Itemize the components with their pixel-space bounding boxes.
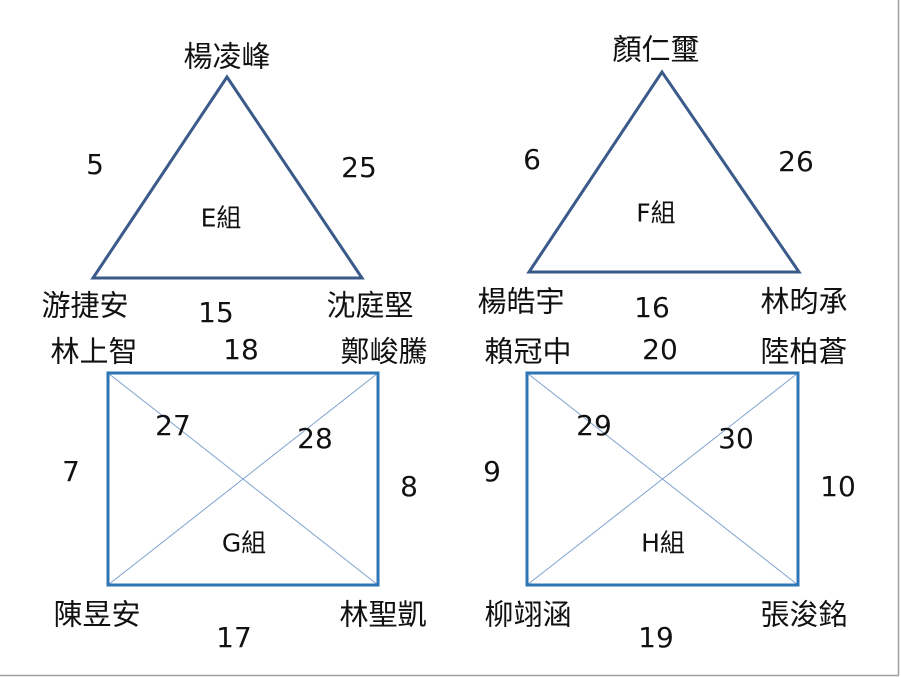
group-h-label: H組: [641, 528, 685, 558]
group-g-match-diagonal-b: 28: [297, 422, 333, 455]
group-g-label: G組: [221, 528, 267, 558]
group-e-triangle: [90, 74, 365, 280]
group-e-match-bottom: 15: [198, 296, 234, 329]
group-f-match-right: 26: [778, 145, 814, 178]
group-h-player-top-left: 賴冠中: [484, 334, 572, 369]
group-g-match-left: 7: [62, 455, 80, 488]
group-h-player-top-right: 陸柏蒼: [760, 334, 848, 369]
group-h-player-bottom-right: 張浚銘: [760, 597, 848, 632]
group-e-match-left: 5: [86, 148, 104, 181]
group-g-match-diagonal-a: 27: [155, 409, 191, 442]
group-e-match-right: 25: [341, 151, 377, 184]
group-g-match-right: 8: [400, 470, 418, 503]
group-h-rectangle: [525, 371, 800, 587]
group-g-diagonal-b: [107, 372, 379, 586]
group-h-match-diagonal-a: 29: [576, 409, 612, 442]
group-g-rectangle: [106, 371, 380, 587]
group-f-triangle: [526, 69, 802, 274]
group-h-diagonal-b: [526, 372, 799, 586]
group-h-match-left: 9: [483, 455, 501, 488]
group-e-player-bottom-right: 沈庭堅: [326, 288, 414, 323]
group-h-match-top: 20: [642, 333, 678, 366]
group-e-player-top: 楊凌峰: [183, 39, 271, 74]
group-h-player-bottom-left: 柳翊涵: [484, 597, 572, 632]
group-e-label: E組: [200, 203, 242, 233]
group-h-match-diagonal-b: 30: [718, 422, 754, 455]
group-f-match-left: 6: [523, 143, 541, 176]
group-g-match-bottom: 17: [216, 621, 252, 654]
group-g-player-top-left: 林上智: [50, 334, 138, 369]
group-f-match-bottom: 16: [634, 291, 670, 324]
group-g-player-top-right: 鄭峻騰: [340, 334, 428, 369]
group-e-player-bottom-left: 游捷安: [41, 288, 129, 323]
group-g-player-bottom-right: 林聖凱: [339, 597, 427, 632]
group-f-player-bottom-right: 林昀承: [760, 284, 848, 319]
group-f-player-bottom-left: 楊皓宇: [477, 284, 565, 319]
group-h-match-bottom: 19: [638, 621, 674, 654]
group-f-label: F組: [636, 198, 676, 228]
group-f-player-top: 顏仁璽: [612, 32, 700, 67]
group-h-match-right: 10: [820, 470, 856, 503]
group-g-match-top: 18: [223, 333, 259, 366]
group-g-player-bottom-left: 陳昱安: [53, 597, 141, 632]
